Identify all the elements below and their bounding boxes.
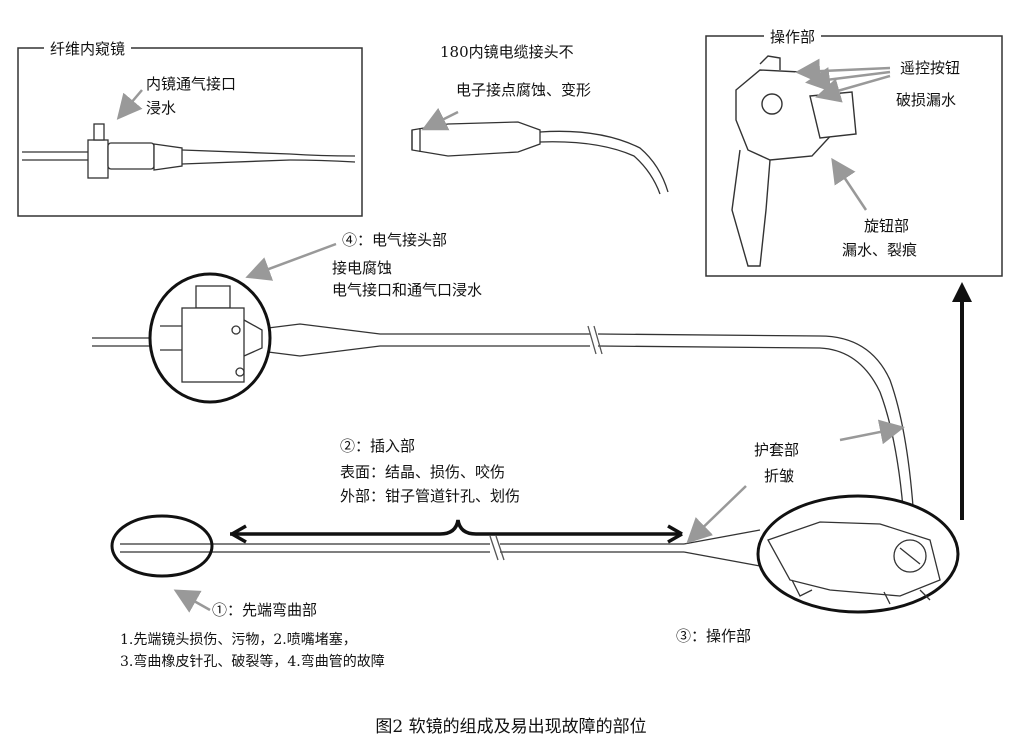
tip-issue-1: 1.先端镜头损伤、污物，2.喷嘴堵塞， xyxy=(120,632,357,648)
tip-title: ①：先端弯曲部 xyxy=(212,601,318,619)
insertion-tube xyxy=(120,529,761,567)
fiber-endoscope-illustration xyxy=(22,123,356,179)
insertion-issue-2: 外部：钳子管道针孔、划伤 xyxy=(340,487,521,505)
operation-box-title: 操作部 xyxy=(764,26,822,47)
universal-cord xyxy=(92,323,915,521)
cable-issue: 电子接点腐蚀、变形 xyxy=(456,81,592,99)
knob-label: 旋钮部 xyxy=(864,217,910,235)
operation-part-title: ③：操作部 xyxy=(676,627,752,645)
distal-tip-highlight xyxy=(110,514,214,578)
remote-button-label: 遥控按钮 xyxy=(900,59,961,77)
operation-part-box xyxy=(705,35,1003,277)
sheath-label: 护套部 xyxy=(754,441,800,459)
knob-issue: 漏水、裂痕 xyxy=(842,241,918,259)
insertion-title: ②：插入部 xyxy=(340,437,416,455)
sheath-issue: 折皱 xyxy=(764,467,795,485)
tip-issue-2: 3.弯曲橡皮针孔、破裂等，4.弯曲管的故障 xyxy=(120,654,385,670)
electrical-connector-highlight xyxy=(148,272,272,404)
cable-connector-illustration xyxy=(411,121,669,195)
electrical-connector-title: ④：电气接头部 xyxy=(342,231,448,249)
cable-title: 180内镜电缆接头不 xyxy=(440,43,574,61)
pointer-arrows xyxy=(116,58,905,613)
operation-part-illustration xyxy=(731,55,857,267)
insertion-issue-1: 表面：结晶、损伤、咬伤 xyxy=(340,463,506,481)
electrical-connector-issue-1: 接电腐蚀 xyxy=(332,259,393,277)
fiber-vent-label: 内镜通气接口 xyxy=(146,75,237,93)
control-body-highlight xyxy=(756,494,960,614)
figure-caption: 图2 软镜的组成及易出现故障的部位 xyxy=(375,717,647,737)
insertion-span-brace xyxy=(230,519,683,544)
fiber-endoscope-box xyxy=(17,47,363,217)
remote-button-issue: 破损漏水 xyxy=(896,91,957,109)
fiber-vent-issue: 浸水 xyxy=(146,99,177,117)
fiber-endoscope-box-title: 纤维内窥镜 xyxy=(44,38,132,59)
up-arrow xyxy=(952,282,972,520)
electrical-connector-issue-2: 电气接口和通气口浸水 xyxy=(332,281,483,299)
